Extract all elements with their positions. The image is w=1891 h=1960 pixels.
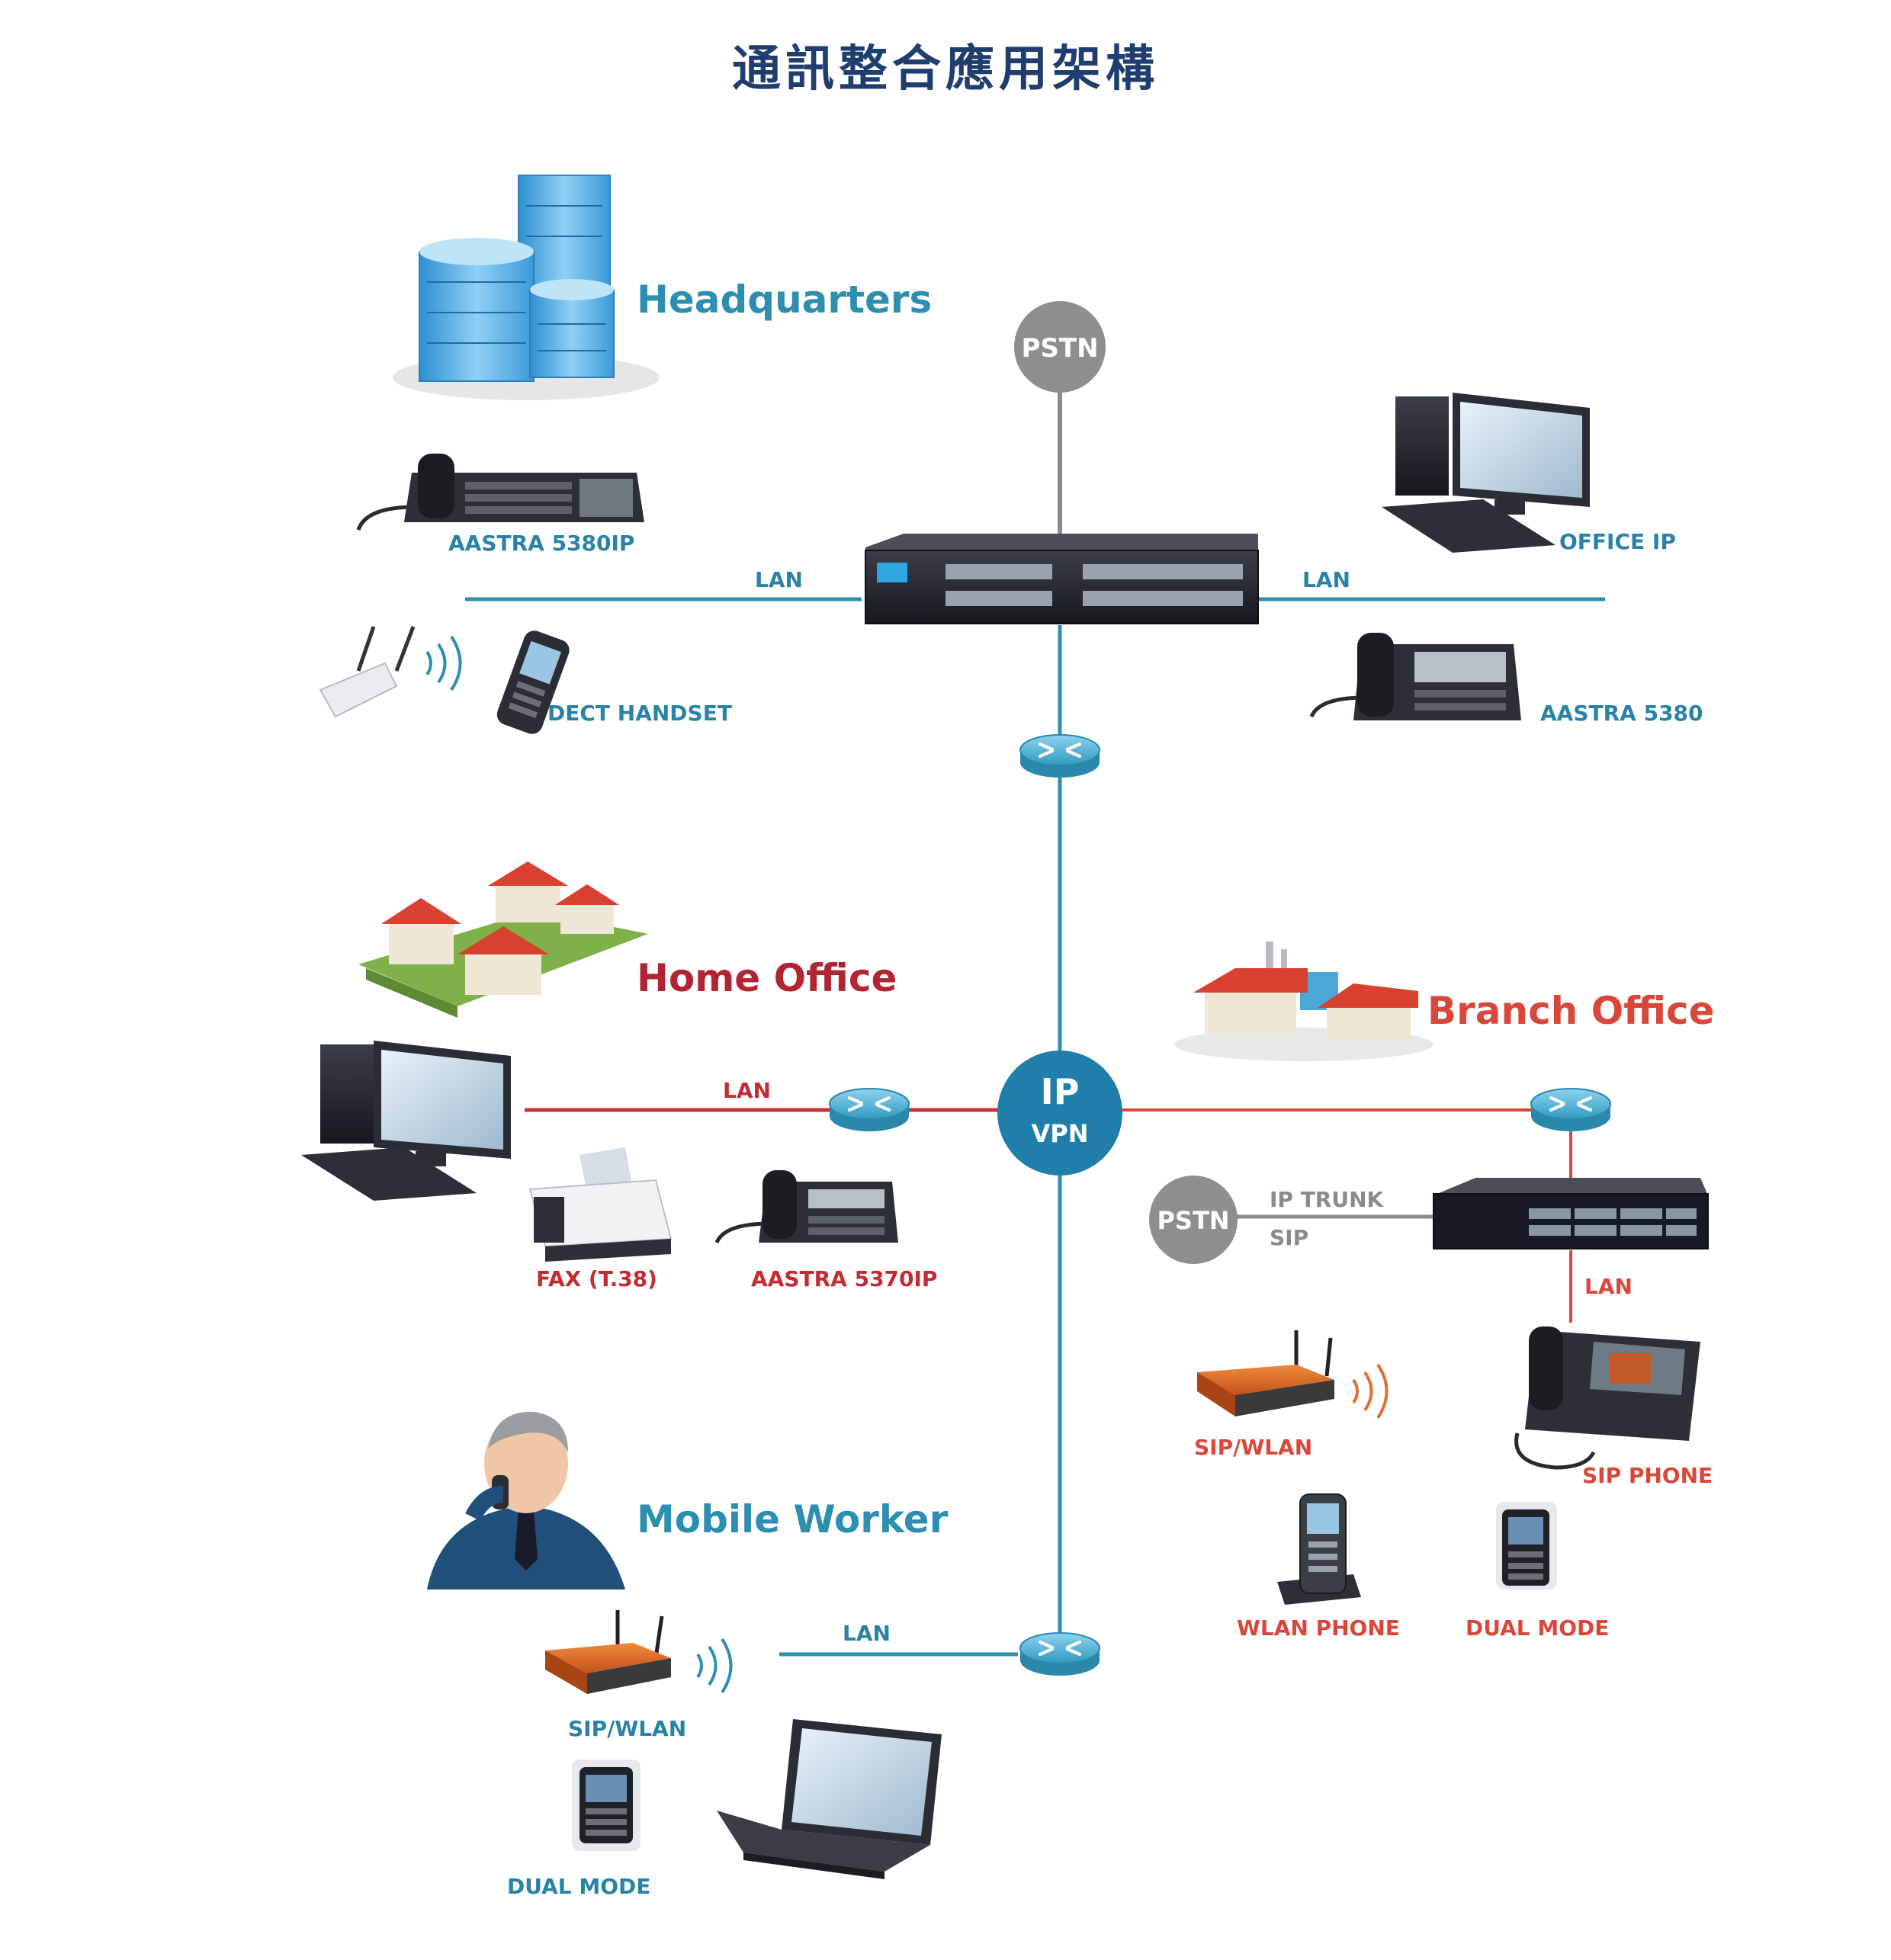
access-point-icon bbox=[319, 626, 416, 718]
label-home-fax: FAX (T.38) bbox=[536, 1266, 657, 1291]
router-icon bbox=[1019, 733, 1101, 779]
label-branch-sip: SIP bbox=[1270, 1225, 1308, 1250]
pstn-top-node: PSTN bbox=[1014, 301, 1106, 393]
label-hq-phone: AASTRA 5380IP bbox=[448, 531, 634, 556]
router-icon bbox=[828, 1087, 910, 1133]
ip-vpn-node: IP VPN bbox=[997, 1051, 1122, 1176]
page-title: 通訊整合應用架構 bbox=[732, 41, 1159, 98]
site-title-mobile-worker: Mobile Worker bbox=[637, 1497, 949, 1541]
wifi-router-icon bbox=[545, 1610, 671, 1694]
smartphone-icon bbox=[572, 1760, 640, 1851]
label-branch-ip-trunk: IP TRUNK bbox=[1270, 1187, 1385, 1212]
desk-phone-icon bbox=[714, 1170, 898, 1244]
label-mobile-sip-wlan: SIP/WLAN bbox=[568, 1716, 686, 1741]
site-title-home-office: Home Office bbox=[637, 956, 897, 1000]
desk-phone-icon bbox=[1514, 1326, 1700, 1470]
desk-phone-icon bbox=[1309, 633, 1521, 720]
wireless-signal-icon bbox=[696, 1638, 733, 1694]
desktop-computer-icon bbox=[1382, 393, 1590, 553]
label-hq-lan-right: LAN bbox=[1302, 567, 1350, 592]
desk-phone-icon bbox=[356, 454, 644, 531]
wireless-signal-icon bbox=[1352, 1363, 1389, 1419]
pstn-branch-node: PSTN bbox=[1149, 1176, 1238, 1264]
site-title-branch-office: Branch Office bbox=[1427, 989, 1715, 1033]
label-home-lan: LAN bbox=[723, 1078, 771, 1103]
label-branch-lan: LAN bbox=[1584, 1274, 1633, 1299]
label-mobile-lan: LAN bbox=[843, 1621, 891, 1646]
label-hq-dect: DECT HANDSET bbox=[547, 701, 732, 726]
ip-vpn-label-ip: IP bbox=[1041, 1071, 1080, 1112]
label-branch-sip-phone: SIP PHONE bbox=[1582, 1463, 1713, 1488]
site-title-headquarters: Headquarters bbox=[637, 277, 932, 322]
factory-icon bbox=[1174, 942, 1434, 1061]
label-hq-lan-left: LAN bbox=[755, 567, 803, 592]
label-branch-dual-mode: DUAL MODE bbox=[1466, 1615, 1609, 1641]
smartphone-icon bbox=[1277, 1493, 1361, 1605]
dect-handset-icon bbox=[496, 630, 570, 734]
ip-vpn-label-vpn: VPN bbox=[1032, 1119, 1089, 1148]
smartphone-icon bbox=[1496, 1502, 1557, 1589]
connection-lines bbox=[465, 381, 1605, 1657]
label-hq-phone-right: AASTRA 5380 bbox=[1540, 701, 1703, 726]
label-branch-wlan-phone: WLAN PHONE bbox=[1237, 1615, 1400, 1641]
label-hq-office-ip: OFFICE IP bbox=[1559, 529, 1676, 554]
pbx-rack-icon bbox=[865, 534, 1259, 624]
wireless-signal-icon bbox=[425, 635, 462, 691]
person-phone-icon bbox=[427, 1411, 625, 1589]
router-icon bbox=[1019, 1631, 1101, 1677]
label-mobile-dual-mode: DUAL MODE bbox=[507, 1874, 650, 1899]
pstn-branch-label: PSTN bbox=[1157, 1206, 1229, 1235]
network-switch-icon bbox=[1433, 1178, 1709, 1249]
houses-icon bbox=[358, 861, 648, 1018]
hq-building-icon bbox=[393, 175, 660, 400]
label-home-phone: AASTRA 5370IP bbox=[751, 1266, 937, 1291]
pstn-top-label: PSTN bbox=[1021, 333, 1098, 364]
desktop-computer-icon bbox=[301, 1041, 511, 1201]
label-branch-sip-wlan: SIP/WLAN bbox=[1194, 1435, 1312, 1460]
fax-machine-icon bbox=[528, 1147, 673, 1262]
wifi-router-icon bbox=[1197, 1330, 1334, 1416]
laptop-icon bbox=[717, 1719, 942, 1879]
router-icon bbox=[1530, 1087, 1612, 1133]
